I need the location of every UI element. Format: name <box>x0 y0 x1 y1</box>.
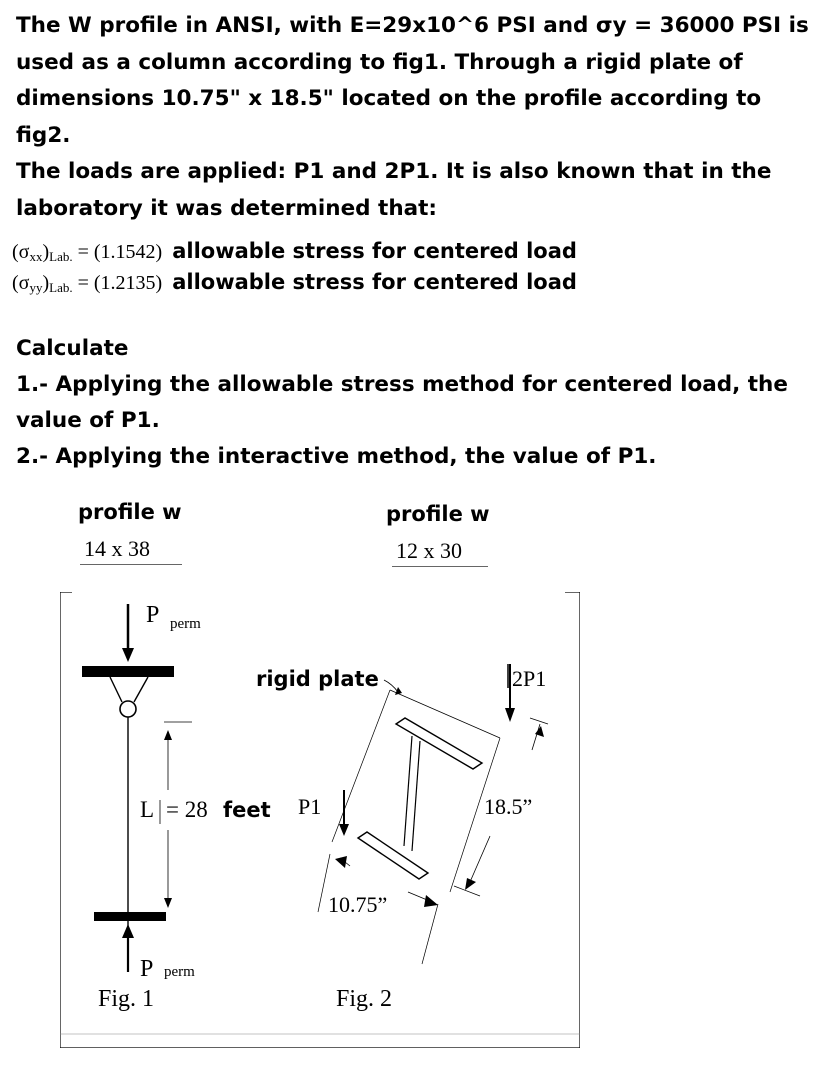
sigma-yy-symbol: (σyy)Lab. = (1.2135) <box>12 272 163 295</box>
problem-paragraph-2: The loads are applied: P1 and 2P1. It is… <box>16 159 772 221</box>
lab-value-yy-text: allowable stress for centered load <box>172 270 577 294</box>
fig1-length-unit: feet <box>223 798 271 822</box>
profile-1-underline <box>80 564 182 565</box>
calculate-item-1: 1.- Applying the allowable stress method… <box>16 372 788 433</box>
calculate-section: Calculate 1.- Applying the allowable str… <box>16 331 816 475</box>
fig2-load-p1: P1 <box>298 794 321 819</box>
profile-2-underline <box>392 566 488 567</box>
lab-value-yy: (σyy)Lab. = (1.2135) allowable stress for… <box>12 267 577 298</box>
calculate-item-2: 2.- Applying the interactive method, the… <box>16 444 657 469</box>
lab-value-xx: (σxx)Lab. = (1.1542) allowable stress for… <box>12 236 577 267</box>
fig1-length-value: = 28 <box>166 797 208 822</box>
fig2-load-2p1: 2P1 <box>512 666 546 691</box>
figure-panel: P perm L = 28 feet P perm Fig. 1 rigid p… <box>60 592 580 1048</box>
problem-paragraph-1: The W profile in ANSI, with E=29x10^6 PS… <box>16 13 809 148</box>
profile-1-size: 14 x 38 <box>84 536 150 561</box>
profile-1-title: profile w <box>78 500 182 524</box>
profile-2-title: profile w <box>386 502 490 526</box>
fig1-caption: Fig. 1 <box>98 986 154 1012</box>
fig2-dim-height: 18.5” <box>484 794 532 819</box>
lab-value-xx-text: allowable stress for centered load <box>172 239 577 263</box>
fig1-p-perm-top: P <box>146 602 159 628</box>
fig2-rigid-plate-label: rigid plate <box>256 667 379 691</box>
fig2-section <box>317 664 549 965</box>
fig1-length-label: L <box>140 797 154 822</box>
calculate-heading: Calculate <box>16 336 129 361</box>
fig1-p-perm-bottom: P <box>140 956 153 982</box>
fig2-caption: Fig. 2 <box>336 986 392 1012</box>
fig2-dim-width: 10.75” <box>328 892 387 917</box>
fig1-column <box>82 604 192 972</box>
figure-frame <box>60 592 580 1048</box>
fig1-perm-top: perm <box>170 616 201 632</box>
fig1-perm-bottom: perm <box>164 964 195 980</box>
problem-statement: The W profile in ANSI, with E=29x10^6 PS… <box>16 8 816 227</box>
sigma-xx-symbol: (σxx)Lab. = (1.1542) <box>12 241 163 264</box>
lab-values: (σxx)Lab. = (1.1542) allowable stress for… <box>12 236 577 298</box>
profile-2-size: 12 x 30 <box>396 538 462 563</box>
